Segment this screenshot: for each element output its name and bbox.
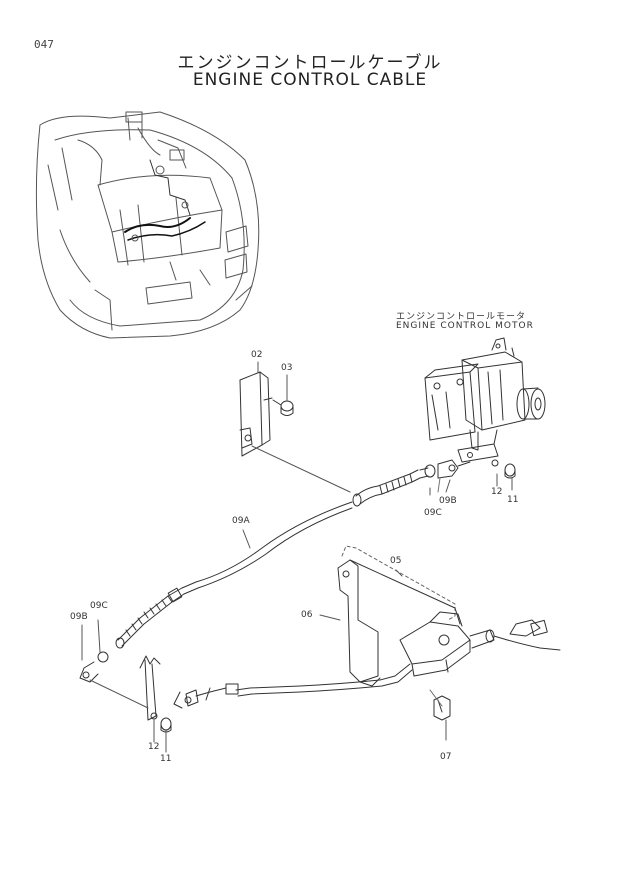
page-title-japanese: エンジンコントロールケーブル — [177, 53, 443, 73]
part-label-09c-left: 09C — [90, 601, 108, 611]
part-label-05: 05 — [390, 556, 402, 566]
bolt-03-illustration — [273, 400, 293, 416]
motor-caption-english: ENGINE CONTROL MOTOR — [396, 321, 534, 331]
label-leader-lines — [82, 362, 512, 752]
bracket-02-illustration — [240, 372, 272, 456]
machine-overview-illustration — [36, 112, 258, 338]
part-label-09c-right: 09C — [424, 508, 442, 518]
part-label-02: 02 — [251, 350, 263, 360]
engine-control-motor-illustration — [425, 338, 545, 462]
part-label-03: 03 — [281, 363, 293, 373]
page-number: 047 — [34, 38, 54, 51]
control-unit-bracket-illustration — [174, 546, 560, 720]
part-label-09b-right: 09B — [439, 496, 457, 506]
part-label-07: 07 — [440, 752, 452, 762]
part-label-11-left: 11 — [160, 754, 172, 764]
control-cable-09a-illustration — [80, 446, 515, 732]
part-label-09b-left: 09B — [70, 612, 88, 622]
motor-caption-japanese: エンジンコントロールモータ — [396, 312, 527, 322]
part-label-11-right: 11 — [507, 495, 519, 505]
page-title-english: ENGINE CONTROL CABLE — [192, 70, 428, 90]
part-label-12-right: 12 — [491, 487, 503, 497]
part-label-12-left: 12 — [148, 742, 160, 752]
part-label-06: 06 — [301, 610, 313, 620]
part-label-09a: 09A — [232, 516, 250, 526]
